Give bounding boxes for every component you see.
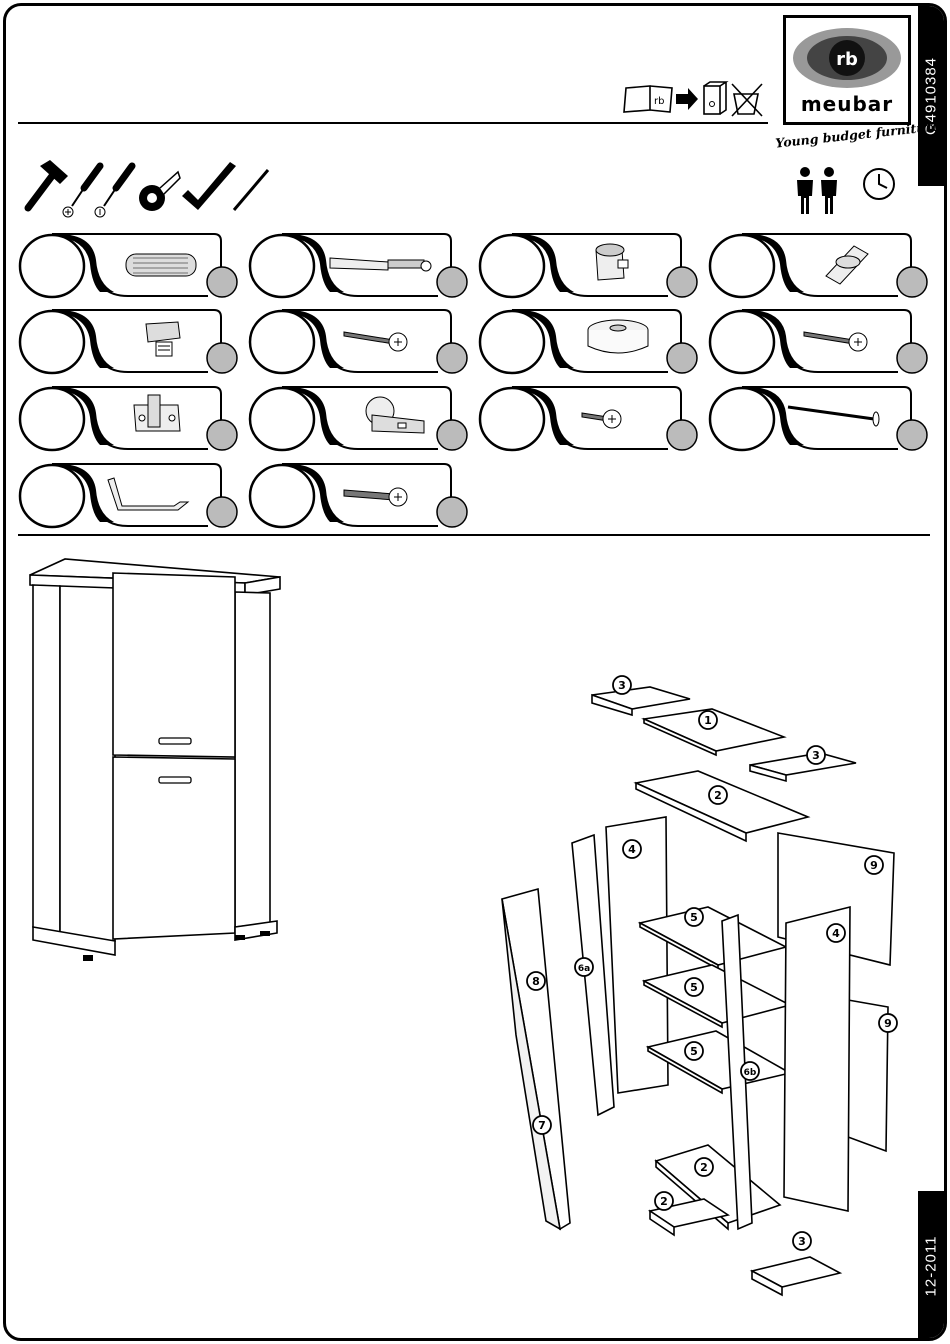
hardware-card [18, 385, 238, 453]
two-persons-icon [797, 167, 837, 214]
svg-text:5: 5 [690, 981, 698, 994]
cam-lock-icon [596, 244, 628, 280]
svg-text:2: 2 [700, 1161, 708, 1174]
hardware-card [248, 308, 468, 376]
tools-row [22, 158, 272, 218]
part-number-label: 6b [741, 1062, 759, 1080]
flat-screwdriver-icon [95, 166, 132, 217]
connector-icon [826, 246, 868, 284]
binder-icon [704, 82, 726, 114]
requirements-row [795, 166, 905, 216]
hardware-divider [18, 534, 930, 536]
hardware-card [478, 385, 698, 453]
wood-screw-icon [804, 332, 867, 351]
hardware-card [478, 232, 698, 300]
square-ruler-icon [182, 162, 236, 210]
svg-text:3: 3 [618, 679, 626, 692]
part-number-label: 2 [695, 1158, 713, 1176]
exploded-view-illustration: 1 2 3 3 2 4 9 5 5 5 4 6a 8 9 6b 7 2 3 [490, 675, 910, 1305]
svg-text:5: 5 [690, 911, 698, 924]
svg-text:4: 4 [832, 927, 840, 940]
part-number-label: 5 [685, 978, 703, 996]
clock-icon [864, 169, 894, 199]
hardware-card [248, 385, 468, 453]
header-divider [18, 122, 768, 124]
short-screw-icon [582, 410, 621, 428]
hinge-icon [366, 397, 424, 433]
hardware-card [18, 232, 238, 300]
tape-measure-icon [139, 172, 180, 211]
hinge-plate-icon [134, 395, 180, 431]
part-number-label: 3 [613, 676, 631, 694]
date-tab: 12-2011 [918, 1191, 944, 1341]
part-number-label: 2 [655, 1192, 673, 1210]
hardware-card [248, 462, 468, 530]
manual-book-icon: rb [624, 86, 672, 112]
hardware-card [708, 232, 928, 300]
phillips-screwdriver-icon [63, 166, 100, 217]
svg-text:7: 7 [538, 1119, 546, 1132]
nail-icon [788, 407, 879, 426]
svg-text:4: 4 [628, 843, 636, 856]
part-number-label: 9 [865, 856, 883, 874]
part-number-label: 4 [827, 924, 845, 942]
wood-screw-icon [344, 332, 407, 351]
svg-text:9: 9 [870, 859, 878, 872]
hardware-card [708, 308, 928, 376]
part-number-label: 5 [685, 908, 703, 926]
part-number-label: 4 [623, 840, 641, 858]
svg-text:2: 2 [714, 789, 722, 802]
svg-text:6a: 6a [578, 964, 590, 974]
hammer-icon [28, 160, 68, 208]
svg-text:2: 2 [660, 1195, 668, 1208]
part-number-label: 3 [807, 746, 825, 764]
svg-text:6b: 6b [744, 1068, 757, 1078]
svg-text:5: 5 [690, 1045, 698, 1058]
part-number-label: 8 [527, 972, 545, 990]
care-instructions-icons: rb [620, 80, 770, 122]
hardware-card [708, 385, 928, 453]
handle-icon [108, 478, 188, 510]
document-date: 12-2011 [923, 1236, 940, 1297]
svg-text:rb: rb [654, 96, 664, 107]
hardware-card [478, 308, 698, 376]
brand-monogram: rb [836, 49, 858, 70]
hardware-card [18, 462, 238, 530]
no-wet-cleaning-icon [732, 84, 762, 116]
foot-pad-icon [588, 320, 648, 353]
hardware-card [248, 232, 468, 300]
svg-text:9: 9 [884, 1017, 892, 1030]
svg-text:3: 3 [812, 749, 820, 762]
hardware-card [18, 308, 238, 376]
part-number-label: 3 [793, 1232, 811, 1250]
eye-emblem-icon: rb [790, 22, 904, 96]
brand-name: meubar [786, 92, 908, 116]
part-number-label: 1 [699, 711, 717, 729]
part-number-label: 2 [709, 786, 727, 804]
cam-bolt-icon [330, 258, 431, 271]
svg-text:3: 3 [798, 1235, 806, 1248]
svg-text:8: 8 [532, 975, 540, 988]
brand-logo: rb meubar [783, 15, 911, 125]
handle-screw-icon [344, 488, 407, 506]
part-number-label: 9 [879, 1014, 897, 1032]
wooden-dowel-icon [126, 254, 196, 276]
door-handle-upper [159, 738, 191, 744]
shelf-support-icon [146, 322, 180, 356]
arrow-right-icon [676, 88, 698, 110]
document-code-tab: G4910384 [918, 6, 944, 186]
part-number-label: 6a [575, 958, 593, 976]
assembled-cabinet-illustration [25, 555, 285, 965]
pencil-icon [234, 170, 268, 210]
part-number-label: 5 [685, 1042, 703, 1060]
svg-text:1: 1 [704, 714, 712, 727]
door-handle-lower [159, 777, 191, 783]
part-number-label: 7 [533, 1116, 551, 1134]
